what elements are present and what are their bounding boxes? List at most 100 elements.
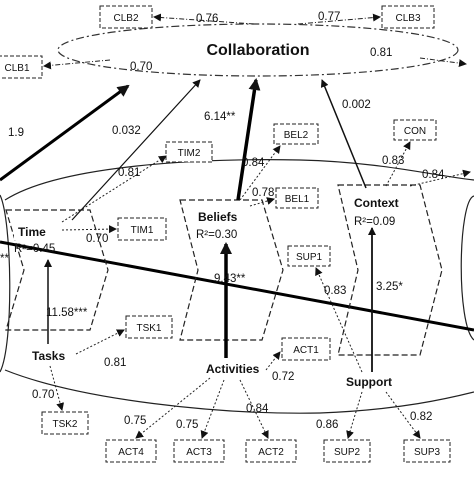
svg-text:R²=0.09: R²=0.09 bbox=[354, 216, 395, 228]
link-context-con bbox=[385, 141, 411, 187]
loading-tim1: 0.70 bbox=[86, 233, 108, 245]
indicator-clb2: CLB2 bbox=[99, 5, 153, 29]
time-chevron bbox=[5, 209, 109, 331]
link-time-tim2 bbox=[61, 155, 167, 223]
link-activities-act1 bbox=[265, 351, 281, 371]
path-beliefs-to-collaboration bbox=[236, 78, 261, 201]
link-support-sup3 bbox=[385, 391, 421, 439]
link-time-tim1 bbox=[61, 225, 117, 234]
path-left-to-collaboration bbox=[0, 84, 130, 182]
svg-text:R²=0.30: R²=0.30 bbox=[196, 229, 237, 241]
link-activities-act2 bbox=[239, 379, 269, 439]
indicator-tim2: TIM2 bbox=[165, 141, 213, 163]
indicator-tim1: TIM1 bbox=[117, 217, 167, 241]
svg-text:BEL2: BEL2 bbox=[284, 130, 309, 141]
loading-sup3: 0.82 bbox=[410, 411, 432, 423]
link-beliefs-bel1 bbox=[249, 197, 275, 207]
path-coef-support: 3.25* bbox=[376, 281, 403, 293]
svg-text:CLB1: CLB1 bbox=[4, 63, 29, 74]
svg-text:Beliefs: Beliefs bbox=[198, 210, 238, 224]
path-coef-context: 0.002 bbox=[342, 99, 371, 111]
indicator-act4: ACT4 bbox=[105, 439, 157, 463]
indicator-con: CON bbox=[393, 119, 437, 141]
svg-text:Context: Context bbox=[354, 196, 399, 210]
latent-tasks: Tasks bbox=[30, 346, 78, 363]
path-coef-beliefs: 6.14** bbox=[204, 111, 236, 123]
svg-text:ACT4: ACT4 bbox=[118, 447, 144, 458]
svg-text:TSK2: TSK2 bbox=[52, 419, 77, 430]
body-left-cap bbox=[0, 194, 11, 373]
loading-clb3: 0.77 bbox=[318, 11, 340, 23]
svg-text:TSK1: TSK1 bbox=[136, 323, 161, 334]
svg-text:Time: Time bbox=[18, 225, 46, 239]
indicator-act2: ACT2 bbox=[245, 439, 297, 463]
latent-context: Context R²=0.09 bbox=[350, 194, 410, 228]
indicator-bel1: BEL1 bbox=[275, 187, 319, 209]
diagonal-line bbox=[0, 240, 474, 332]
indicator-clb1: CLB1 bbox=[0, 55, 43, 79]
loading-tsk2: 0.70 bbox=[32, 389, 54, 401]
link-tasks-tsk2 bbox=[49, 365, 65, 411]
path-coef-activities: 9.43** bbox=[214, 273, 246, 285]
svg-text:TIM1: TIM1 bbox=[131, 225, 154, 236]
latent-time: Time R²=0.45 bbox=[14, 222, 58, 255]
loading-clb1: 0.70 bbox=[130, 61, 152, 73]
link-support-sup1 bbox=[315, 267, 363, 373]
beliefs-chevron bbox=[179, 199, 284, 341]
body-outline bbox=[4, 159, 474, 201]
latent-activities: Activities bbox=[204, 360, 268, 376]
path-time-to-collaboration bbox=[71, 79, 201, 221]
path-coef-tasks: 11.58*** bbox=[46, 307, 88, 319]
loading-tim2: 0.81 bbox=[118, 167, 140, 179]
svg-text:Tasks: Tasks bbox=[32, 349, 65, 363]
svg-text:R²=0.45: R²=0.45 bbox=[14, 243, 55, 255]
svg-text:CLB3: CLB3 bbox=[395, 13, 420, 24]
path-context-to-collaboration bbox=[320, 79, 367, 189]
indicator-sup1: SUP1 bbox=[287, 245, 331, 267]
svg-text:CLB2: CLB2 bbox=[113, 13, 138, 24]
context-chevron bbox=[337, 184, 443, 356]
indicator-act3: ACT3 bbox=[173, 439, 225, 463]
path-coef-time: 0.032 bbox=[112, 125, 141, 137]
path-coef-left: 1.9 bbox=[8, 127, 24, 139]
link-beliefs-bel2 bbox=[239, 145, 281, 201]
link-support-sup2 bbox=[346, 391, 363, 439]
svg-text:CON: CON bbox=[404, 126, 426, 137]
loading-bel2: 0.84 bbox=[242, 157, 265, 169]
indicator-sup2: SUP2 bbox=[323, 439, 371, 463]
loading-clb2: 0.76 bbox=[196, 13, 218, 25]
loading-con-right: 0.84 bbox=[422, 169, 445, 181]
svg-text:SUP3: SUP3 bbox=[414, 447, 441, 458]
indicator-tsk1: TSK1 bbox=[125, 315, 173, 339]
loading-tsk1: 0.81 bbox=[104, 357, 126, 369]
loading-bel1: 0.78 bbox=[252, 187, 274, 199]
svg-text:TIM2: TIM2 bbox=[178, 148, 201, 159]
link-collab-right bbox=[419, 57, 467, 68]
loading-act3: 0.75 bbox=[176, 419, 198, 431]
left-edge-fragment: ** bbox=[0, 253, 9, 265]
indicator-sup3: SUP3 bbox=[403, 439, 451, 463]
loading-act4: 0.75 bbox=[124, 415, 146, 427]
loading-act2: 0.84 bbox=[246, 403, 269, 415]
link-collab-clb2 bbox=[153, 13, 255, 25]
collaboration-title: Collaboration bbox=[206, 42, 309, 59]
loading-act1: 0.72 bbox=[272, 371, 294, 383]
collaboration-construct-ellipse bbox=[57, 23, 459, 77]
svg-text:SUP2: SUP2 bbox=[334, 447, 361, 458]
indicator-bel2: BEL2 bbox=[273, 123, 319, 145]
loading-clb-right: 0.81 bbox=[370, 47, 392, 59]
link-collab-clb1 bbox=[43, 59, 111, 70]
svg-text:ACT1: ACT1 bbox=[293, 345, 319, 356]
latent-beliefs: Beliefs R²=0.30 bbox=[196, 208, 250, 241]
link-tasks-tsk1 bbox=[75, 329, 125, 355]
loading-sup2: 0.86 bbox=[316, 419, 338, 431]
svg-text:ACT3: ACT3 bbox=[186, 447, 212, 458]
loading-con: 0.83 bbox=[382, 155, 404, 167]
latent-support: Support bbox=[342, 374, 402, 390]
svg-text:SUP1: SUP1 bbox=[296, 252, 323, 263]
body-outline-bottom bbox=[4, 369, 474, 414]
indicator-clb3: CLB3 bbox=[381, 5, 435, 29]
loading-sup1: 0.83 bbox=[324, 285, 346, 297]
link-collab-clb3 bbox=[297, 13, 381, 25]
